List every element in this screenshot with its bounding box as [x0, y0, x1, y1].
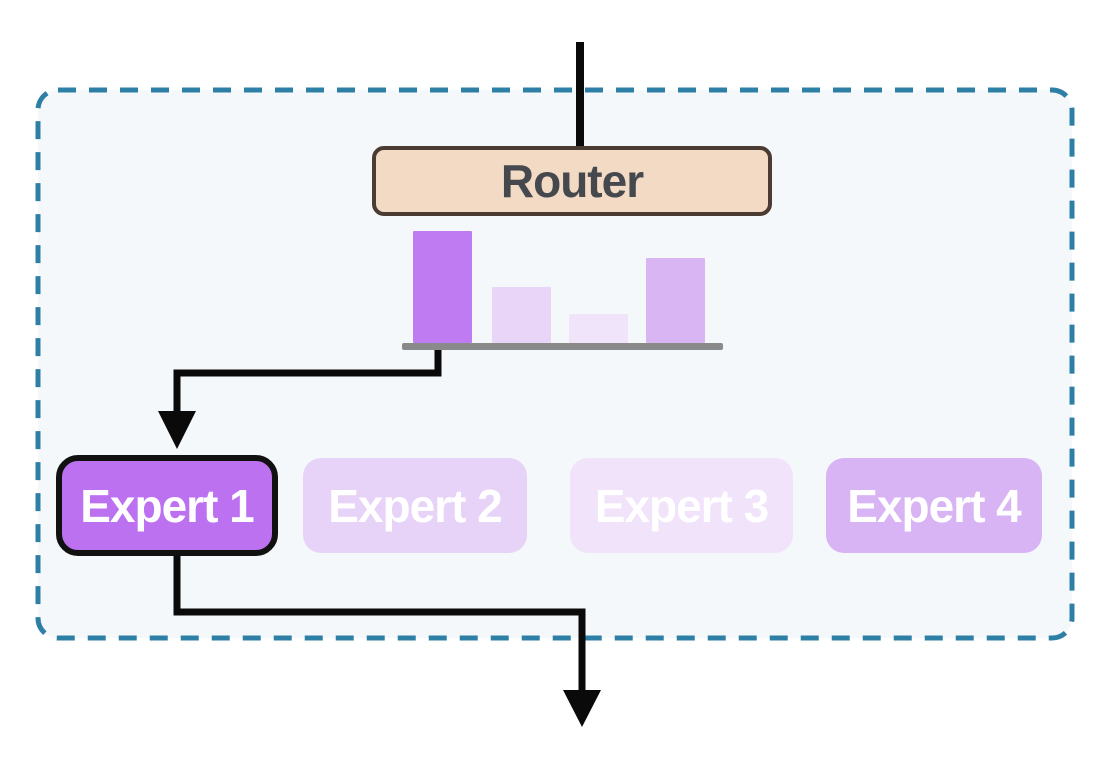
- routing-arrowhead-icon: [158, 411, 196, 449]
- router-prob-bar-expert-1: [413, 231, 472, 343]
- routing-arrow-to-expert-1: [173, 346, 442, 413]
- expert-2-label: Expert 2: [328, 479, 503, 532]
- router-label: Router: [500, 155, 644, 207]
- router-probability-chart: [402, 225, 723, 350]
- output-arrow: [173, 553, 586, 692]
- expert-3-box: Expert 3: [570, 458, 793, 553]
- expert-2-box: Expert 2: [303, 458, 527, 553]
- router-prob-bar-expert-2: [492, 287, 551, 343]
- expert-4-box: Expert 4: [826, 458, 1042, 553]
- moe-layer-dashed-boundary: [35, 87, 1075, 641]
- expert-1-label: Expert 1: [80, 479, 255, 532]
- chart-baseline: [402, 343, 723, 350]
- expert-4-label: Expert 4: [847, 479, 1022, 532]
- router-prob-bar-expert-4: [646, 258, 705, 343]
- expert-3-label: Expert 3: [594, 479, 770, 532]
- expert-1-box: Expert 1: [56, 455, 278, 556]
- output-arrowhead-icon: [563, 690, 601, 727]
- router-box: Router: [372, 146, 772, 216]
- router-prob-bar-expert-3: [569, 314, 628, 343]
